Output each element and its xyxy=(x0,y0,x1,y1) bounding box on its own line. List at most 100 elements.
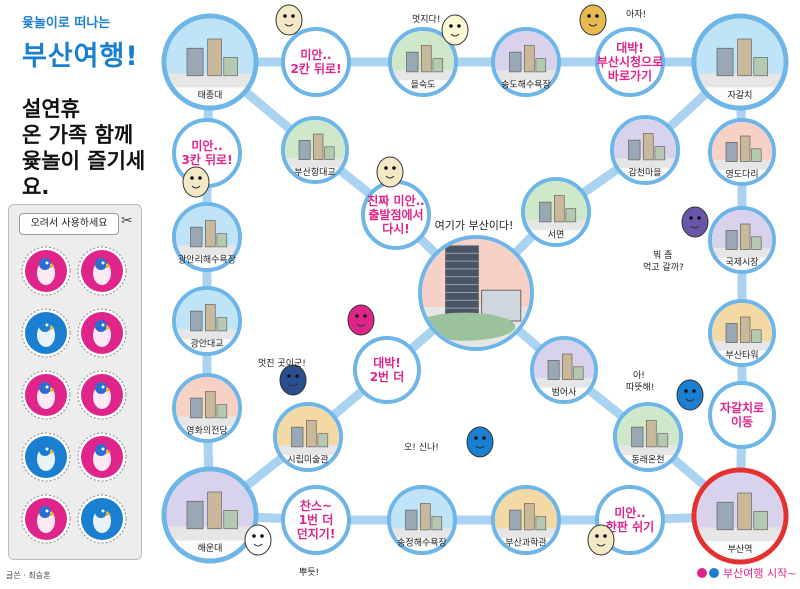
space-busantower[interactable]: 부산타워 xyxy=(708,299,776,373)
gwangan-illustration xyxy=(176,290,238,352)
space-center[interactable] xyxy=(414,235,534,363)
start-marker: 부산여행 시작~ xyxy=(697,567,796,580)
space-label: 해운대 xyxy=(198,543,223,554)
space-science[interactable]: 부산과학관 xyxy=(491,485,561,561)
speech-note: 뭐 좀 xyxy=(653,249,672,261)
character-purple xyxy=(681,206,709,238)
space-busanbridge[interactable]: 부산항대교 xyxy=(281,116,349,190)
space-text: 다시! xyxy=(382,221,410,236)
board-title: 부산여행! xyxy=(22,41,139,72)
center-caption: 여기가 부산이다! xyxy=(435,219,514,232)
space-text: 미안.. xyxy=(614,505,645,520)
space-label: 시립미술관 xyxy=(287,455,328,466)
space-label: 광안리해수욕장 xyxy=(178,254,236,266)
description-line: 온 가족 함께 xyxy=(22,123,134,147)
space-label: 태종대 xyxy=(198,90,223,101)
description-line: 윷놀이 즐기세요. xyxy=(22,149,146,199)
cinema-illustration xyxy=(176,377,238,439)
space-seomyeon[interactable]: 서면 xyxy=(521,177,591,253)
character-eulsukdo xyxy=(441,14,469,46)
character-penguin xyxy=(347,304,375,336)
space-text: 2칸 뒤로! xyxy=(290,61,341,76)
game-piece[interactable] xyxy=(21,432,71,482)
space-label: 영화의전당 xyxy=(186,426,227,437)
character-ghost xyxy=(244,524,272,556)
speech-note: 오! 신나! xyxy=(404,442,439,453)
space-forward2[interactable]: 대박!2번 더 xyxy=(353,336,421,404)
artmuseum-illustration xyxy=(277,406,339,468)
space-eulsukdo[interactable]: 을숙도 xyxy=(388,27,458,103)
space-cinema[interactable]: 영화의전당 xyxy=(172,373,242,449)
space-busanstation[interactable]: 부산역 xyxy=(691,467,789,574)
space-text: 찬스~ xyxy=(300,498,332,513)
space-gamcheon[interactable]: 감천마을 xyxy=(610,115,680,191)
seomyeon-illustration xyxy=(525,181,587,243)
character-runner xyxy=(466,426,494,458)
game-pieces xyxy=(21,246,127,544)
space-label: 을숙도 xyxy=(411,80,436,91)
space-dongnae[interactable]: 동래온천 xyxy=(613,402,683,478)
character-songdo xyxy=(579,4,607,36)
speech-note: 멋지다! xyxy=(412,14,440,25)
speech-note: 뿌듯! xyxy=(299,567,319,578)
space-label: 자갈치 xyxy=(728,89,753,101)
board-decor: 멋지다!아자!뭐 좀먹고 갈까?멋진 곳이군!오! 신나!아!따뜻해!뿌듯!여기… xyxy=(182,4,796,580)
space-text: 미안.. xyxy=(191,138,222,153)
beomeosa-illustration xyxy=(534,340,594,400)
space-text: 미안.. xyxy=(300,47,331,62)
space-gukje[interactable]: 국제시장 xyxy=(708,206,776,280)
speech-note: 따뜻해! xyxy=(626,382,654,393)
space-text: 1번 더 xyxy=(299,512,334,527)
space-gwangalli[interactable]: 광안리해수욕장 xyxy=(172,202,242,278)
science-illustration xyxy=(495,489,557,551)
game-piece[interactable] xyxy=(77,308,127,358)
description-line: 설연휴 xyxy=(22,97,80,121)
space-label: 영도다리 xyxy=(725,169,758,180)
space-text: 바로가기 xyxy=(608,68,652,83)
game-piece[interactable] xyxy=(77,246,127,296)
speech-note: 아! xyxy=(633,370,645,381)
character-taejongdae xyxy=(275,4,303,36)
space-jagalchi[interactable]: 자갈치 xyxy=(691,13,789,120)
space-beomeosa[interactable]: 범어사 xyxy=(530,336,598,410)
speech-note: 멋진 곳이군! xyxy=(258,358,306,369)
game-piece[interactable] xyxy=(21,370,71,420)
scissors-icon: ✂ xyxy=(121,213,133,229)
game-piece[interactable] xyxy=(21,246,71,296)
space-taejongdae[interactable]: 태종대 xyxy=(161,13,259,120)
character-bottom xyxy=(587,524,615,556)
game-piece[interactable] xyxy=(21,308,71,358)
center-illustration xyxy=(422,239,530,347)
game-piece[interactable] xyxy=(77,494,127,544)
space-haeundae[interactable]: 해운대 xyxy=(161,466,259,573)
space-artmuseum[interactable]: 시립미술관 xyxy=(273,402,343,478)
cutout-panel: 오려서 사용하세요 ✂ xyxy=(8,204,142,560)
game-piece[interactable] xyxy=(77,432,127,482)
start-label: 부산여행 시작~ xyxy=(723,567,796,580)
space-label: 송정해수욕장 xyxy=(397,538,447,549)
space-label: 감천마을 xyxy=(628,167,661,179)
space-back2[interactable]: 미안..2칸 뒤로! xyxy=(281,27,351,97)
cutout-label: 오려서 사용하세요 xyxy=(19,213,119,235)
space-label: 광안대교 xyxy=(190,338,223,350)
game-piece[interactable] xyxy=(77,370,127,420)
character-robot xyxy=(279,364,307,396)
space-text: 부산시청으로 xyxy=(597,54,663,69)
space-gwangan[interactable]: 광안대교 xyxy=(172,286,242,362)
board-subtitle: 윷놀이로 떠나는 xyxy=(22,16,111,31)
space-text: 대박! xyxy=(373,355,401,370)
space-label: 부산항대교 xyxy=(294,167,335,178)
songjeong-illustration xyxy=(391,489,453,551)
space-text: 자갈치로 xyxy=(720,400,764,415)
space-yeongdodari[interactable]: 영도다리 xyxy=(708,118,776,192)
space-songjeong[interactable]: 송정해수욕장 xyxy=(387,485,457,561)
gwangalli-illustration xyxy=(176,206,238,268)
space-songdo[interactable]: 송도해수욕장 xyxy=(491,27,561,103)
space-text: 대박! xyxy=(616,40,644,55)
game-piece[interactable] xyxy=(21,494,71,544)
